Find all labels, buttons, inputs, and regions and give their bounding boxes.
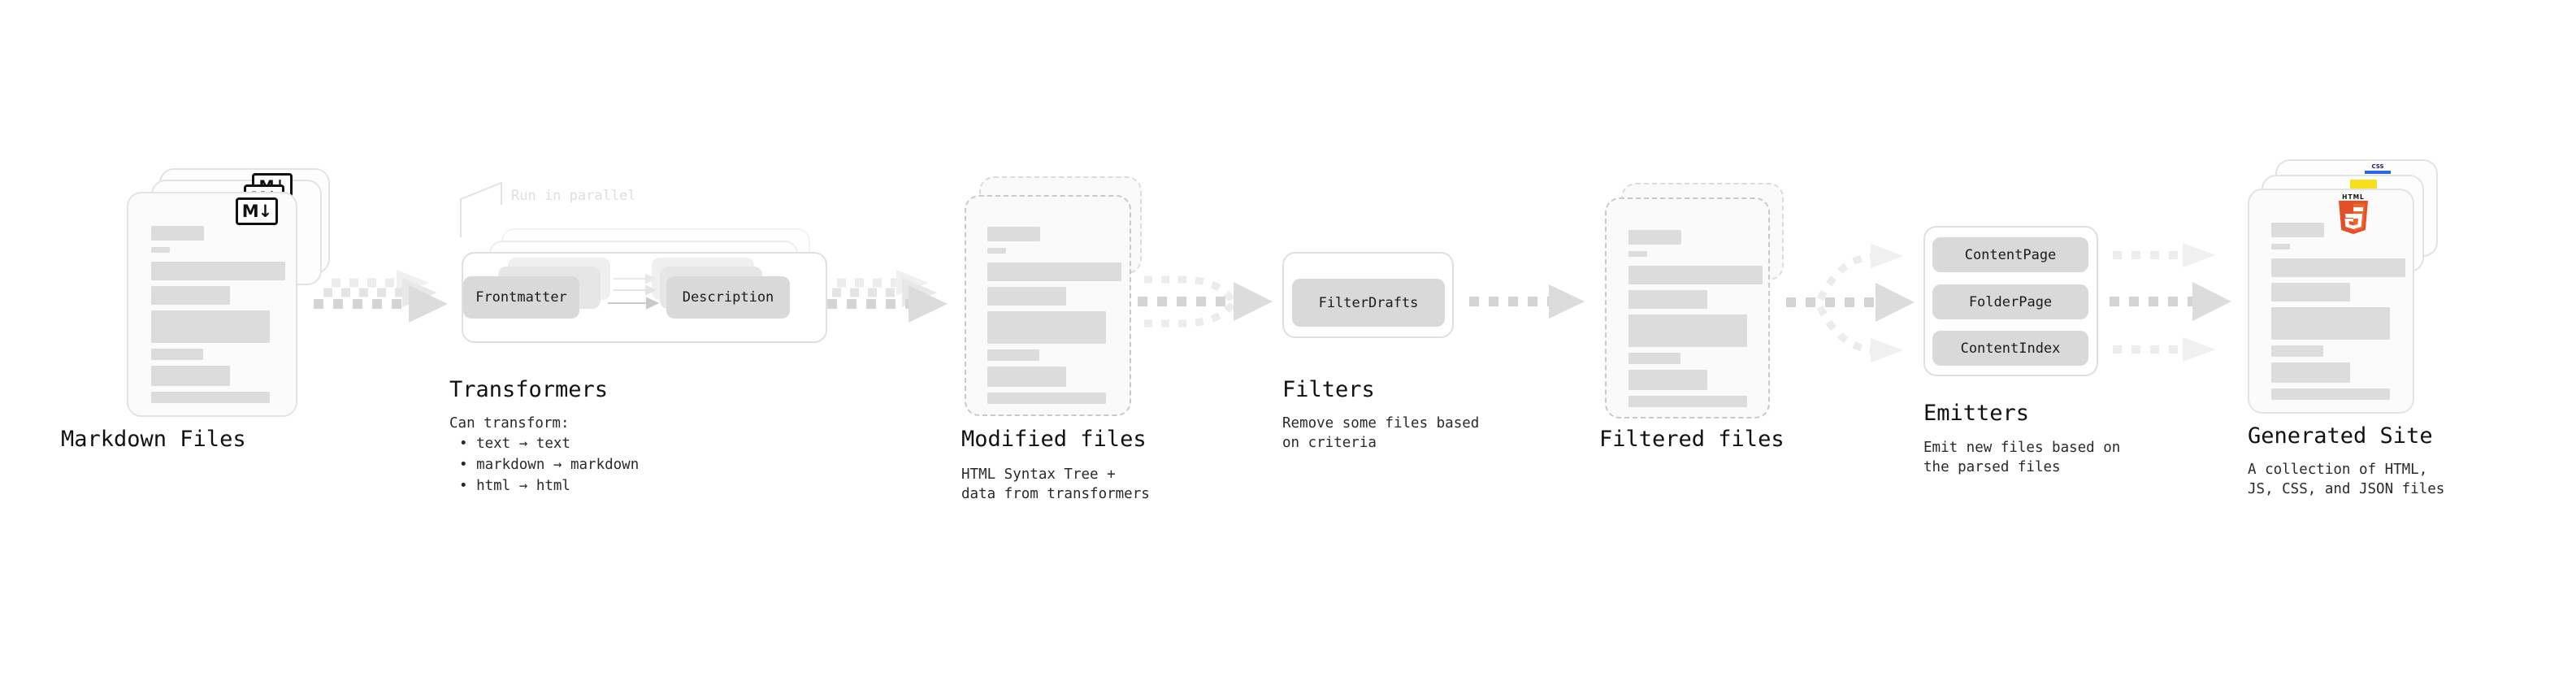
label-run-in-parallel: Run in parallel bbox=[511, 188, 636, 204]
generated-site-subtitle-2: JS, CSS, and JSON files bbox=[2248, 481, 2445, 497]
modified-files-subtitle-2: data from transformers bbox=[961, 486, 1150, 502]
content-bar-title bbox=[987, 227, 1040, 241]
content-bar-2 bbox=[2271, 283, 2350, 301]
emitters-subtitle-2: the parsed files bbox=[1923, 459, 2061, 475]
transformers-bullet-1: • text → text bbox=[459, 436, 570, 452]
chip-description[interactable]: Description bbox=[666, 276, 790, 319]
css-icon: CSS bbox=[2365, 163, 2391, 176]
chip-contentpage[interactable]: ContentPage bbox=[1932, 237, 2088, 272]
connector-filtered-to-emitters bbox=[1786, 244, 1915, 362]
content-bar-title bbox=[1628, 230, 1681, 245]
label-emitters: Emitters bbox=[1923, 401, 2030, 426]
modified-files-subtitle-1: HTML Syntax Tree + bbox=[961, 466, 1116, 483]
content-bar-2 bbox=[151, 286, 230, 305]
connector-emitters-to-generated bbox=[2110, 243, 2231, 362]
chip-frontmatter[interactable]: Frontmatter bbox=[463, 276, 579, 319]
content-bar-3 bbox=[1628, 314, 1747, 347]
label-transformers: Transformers bbox=[449, 377, 609, 402]
label-markdown-files: Markdown Files bbox=[61, 427, 246, 452]
chip-folderpage[interactable]: FolderPage bbox=[1932, 284, 2088, 319]
content-bar-6 bbox=[1628, 396, 1747, 407]
content-bar-2 bbox=[1628, 290, 1707, 309]
content-bar-6 bbox=[151, 392, 270, 403]
content-bar-2 bbox=[987, 287, 1066, 306]
content-bar-sub bbox=[987, 248, 1006, 254]
chip-contentindex[interactable]: ContentIndex bbox=[1932, 331, 2088, 366]
modified-file-sheet-front bbox=[965, 195, 1131, 416]
modified-file-content bbox=[966, 197, 1130, 414]
content-bar-sub bbox=[151, 247, 170, 253]
content-bar-4 bbox=[987, 349, 1039, 361]
filtered-file-sheet-front bbox=[1605, 197, 1770, 419]
markdown-file-sheet-front bbox=[127, 192, 297, 417]
content-bar-6 bbox=[2271, 388, 2390, 400]
filters-subtitle-2: on criteria bbox=[1282, 435, 1377, 451]
content-bar-4 bbox=[2271, 345, 2323, 357]
chip-filterdrafts[interactable]: FilterDrafts bbox=[1292, 279, 1445, 327]
generated-site-sheet-front bbox=[2248, 189, 2414, 414]
css-icon-label: CSS bbox=[2371, 163, 2384, 170]
emitters-subtitle-1: Emit new files based on bbox=[1923, 440, 2121, 456]
label-filtered-files: Filtered files bbox=[1599, 427, 1785, 452]
transformers-bullet-3: • html → html bbox=[459, 478, 570, 494]
content-bar-1 bbox=[987, 262, 1121, 281]
label-modified-files: Modified files bbox=[961, 427, 1147, 452]
content-bar-4 bbox=[1628, 353, 1680, 364]
content-bar-3 bbox=[2271, 307, 2390, 340]
content-bar-sub bbox=[2271, 244, 2290, 249]
label-filters: Filters bbox=[1282, 377, 1375, 402]
generated-site-subtitle-1: A collection of HTML, bbox=[2248, 462, 2428, 478]
markdown-icon: M↓ bbox=[236, 197, 278, 225]
html5-icon-word: HTML bbox=[2342, 193, 2365, 201]
content-bar-1 bbox=[1628, 266, 1763, 284]
markdown-file-content bbox=[128, 193, 296, 415]
html5-icon: HTML bbox=[2335, 193, 2371, 236]
content-bar-5 bbox=[1628, 370, 1707, 390]
content-bar-sub bbox=[1628, 251, 1647, 257]
connector-filters-to-filtered bbox=[1469, 284, 1585, 319]
content-bar-4 bbox=[151, 349, 203, 360]
transformers-subtitle: Can transform: bbox=[449, 415, 570, 432]
content-bar-3 bbox=[151, 310, 270, 343]
content-bar-3 bbox=[987, 311, 1106, 344]
connector-modified-to-filters bbox=[1138, 275, 1273, 327]
content-bar-1 bbox=[151, 262, 285, 280]
connector-markdown-to-transformers bbox=[314, 270, 448, 323]
content-bar-1 bbox=[2271, 258, 2405, 277]
css-icon-bar bbox=[2365, 171, 2391, 174]
content-bar-title bbox=[2271, 223, 2324, 237]
generated-site-content bbox=[2249, 190, 2413, 412]
filtered-file-content bbox=[1607, 199, 1768, 417]
filters-subtitle-1: Remove some files based bbox=[1282, 415, 1480, 432]
transformers-bullet-2: • markdown → markdown bbox=[459, 457, 640, 473]
content-bar-5 bbox=[987, 367, 1066, 387]
label-generated-site: Generated Site bbox=[2248, 423, 2433, 449]
content-bar-6 bbox=[987, 393, 1106, 404]
content-bar-5 bbox=[151, 366, 230, 386]
connector-transformers-to-modified bbox=[827, 270, 948, 323]
content-bar-title bbox=[151, 226, 204, 241]
content-bar-5 bbox=[2271, 362, 2350, 383]
